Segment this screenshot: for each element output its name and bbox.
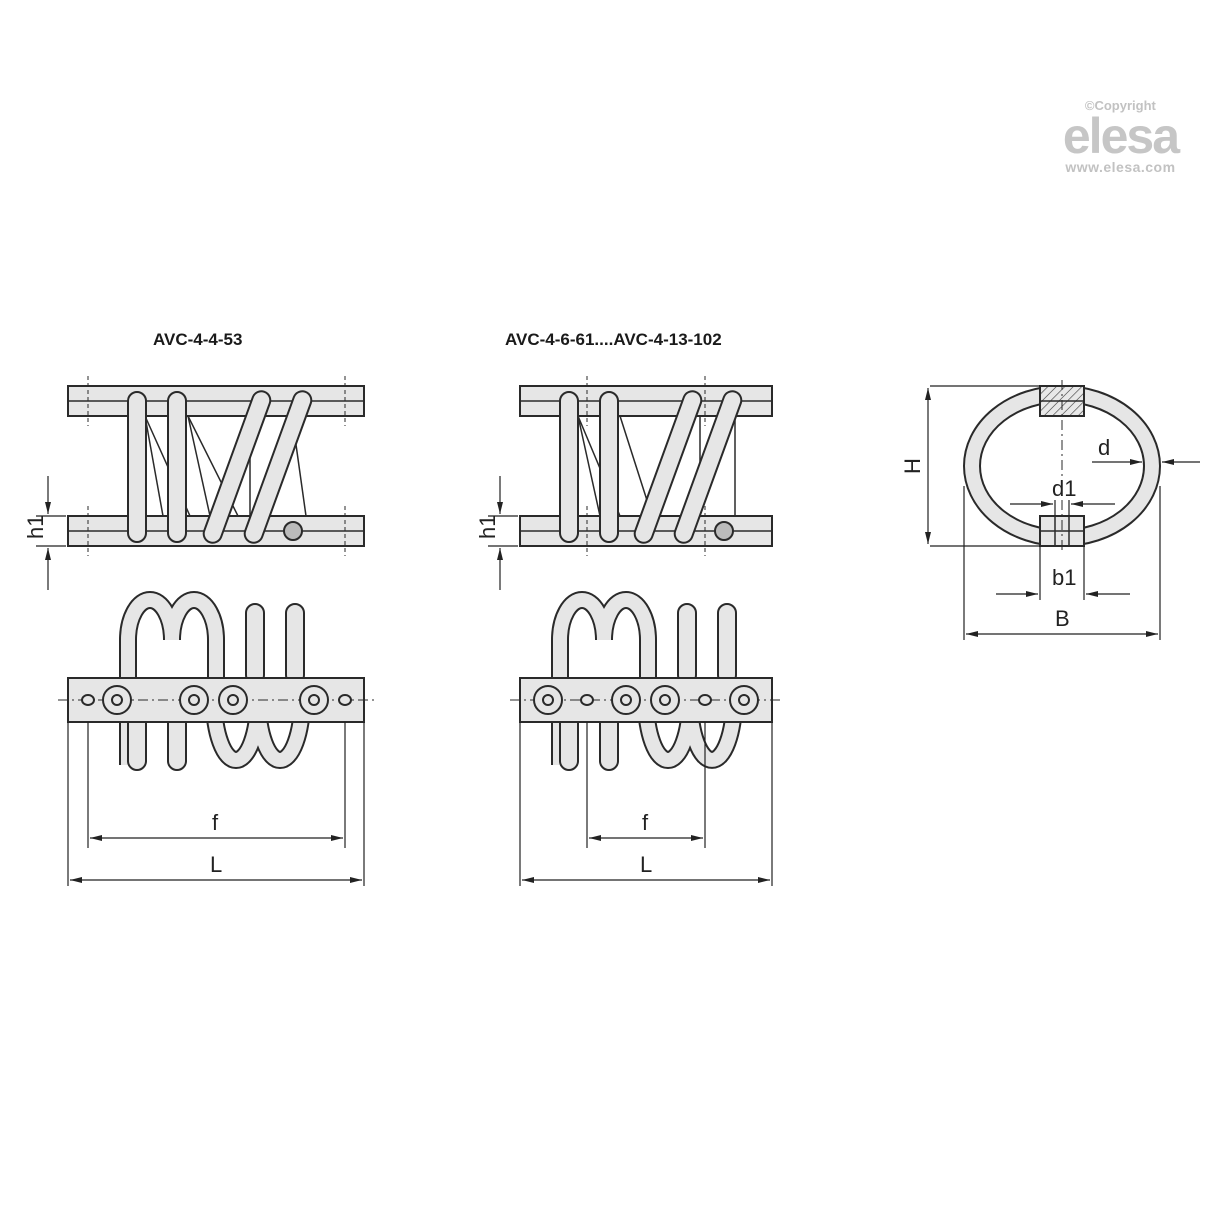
left-top-view	[58, 591, 374, 771]
h1-dimension-left	[36, 476, 66, 590]
website-url: www.elesa.com	[1065, 159, 1176, 175]
end-view-dimensions	[925, 385, 1200, 640]
d-label: d	[1098, 435, 1110, 460]
b1-label: b1	[1052, 565, 1076, 590]
B-label: B	[1055, 606, 1070, 631]
middle-side-view	[519, 376, 773, 556]
f-L-dimensions-left	[67, 722, 365, 886]
L-label-left: L	[210, 852, 222, 877]
H-label: H	[900, 458, 925, 474]
elesa-watermark: ©Copyright elesa www.elesa.com	[1062, 98, 1180, 175]
view-title-middle: AVC-4-6-61....AVC-4-13-102	[505, 330, 722, 349]
h1-label-middle: h1	[475, 515, 500, 539]
elesa-logo: elesa	[1062, 108, 1180, 164]
L-label-middle: L	[640, 852, 652, 877]
end-view	[963, 380, 1161, 552]
f-label-left: f	[212, 810, 219, 835]
h1-label-left: h1	[23, 515, 48, 539]
middle-top-view	[510, 591, 782, 771]
d1-label: d1	[1052, 476, 1076, 501]
left-side-view	[67, 376, 365, 556]
copyright-text: ©Copyright	[1084, 98, 1156, 113]
view-title-left: AVC-4-4-53	[153, 330, 243, 349]
f-label-middle: f	[642, 810, 649, 835]
f-L-dimensions-middle	[519, 722, 773, 886]
h1-dimension-middle	[488, 476, 518, 590]
